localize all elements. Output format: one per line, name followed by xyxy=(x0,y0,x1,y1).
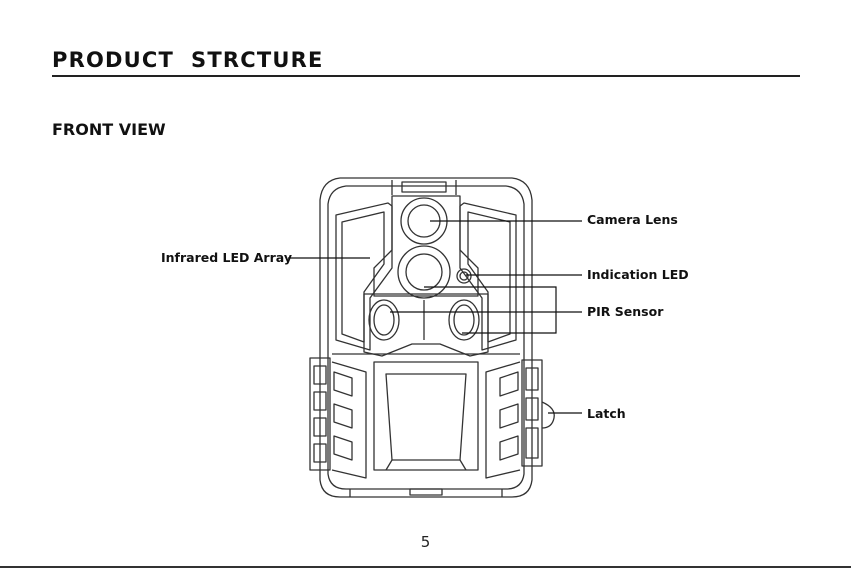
callout-indication-led: Indication LED xyxy=(587,267,689,282)
lower-window xyxy=(386,374,466,460)
callout-pir-sensor: PIR Sensor xyxy=(587,304,663,319)
callout-camera-lens: Camera Lens xyxy=(587,212,678,227)
indication-led xyxy=(457,269,471,283)
callout-latch: Latch xyxy=(587,406,626,421)
latch-hook xyxy=(542,402,554,428)
page-number: 5 xyxy=(0,533,851,551)
callout-infrared-led-array: Infrared LED Array xyxy=(161,250,292,265)
